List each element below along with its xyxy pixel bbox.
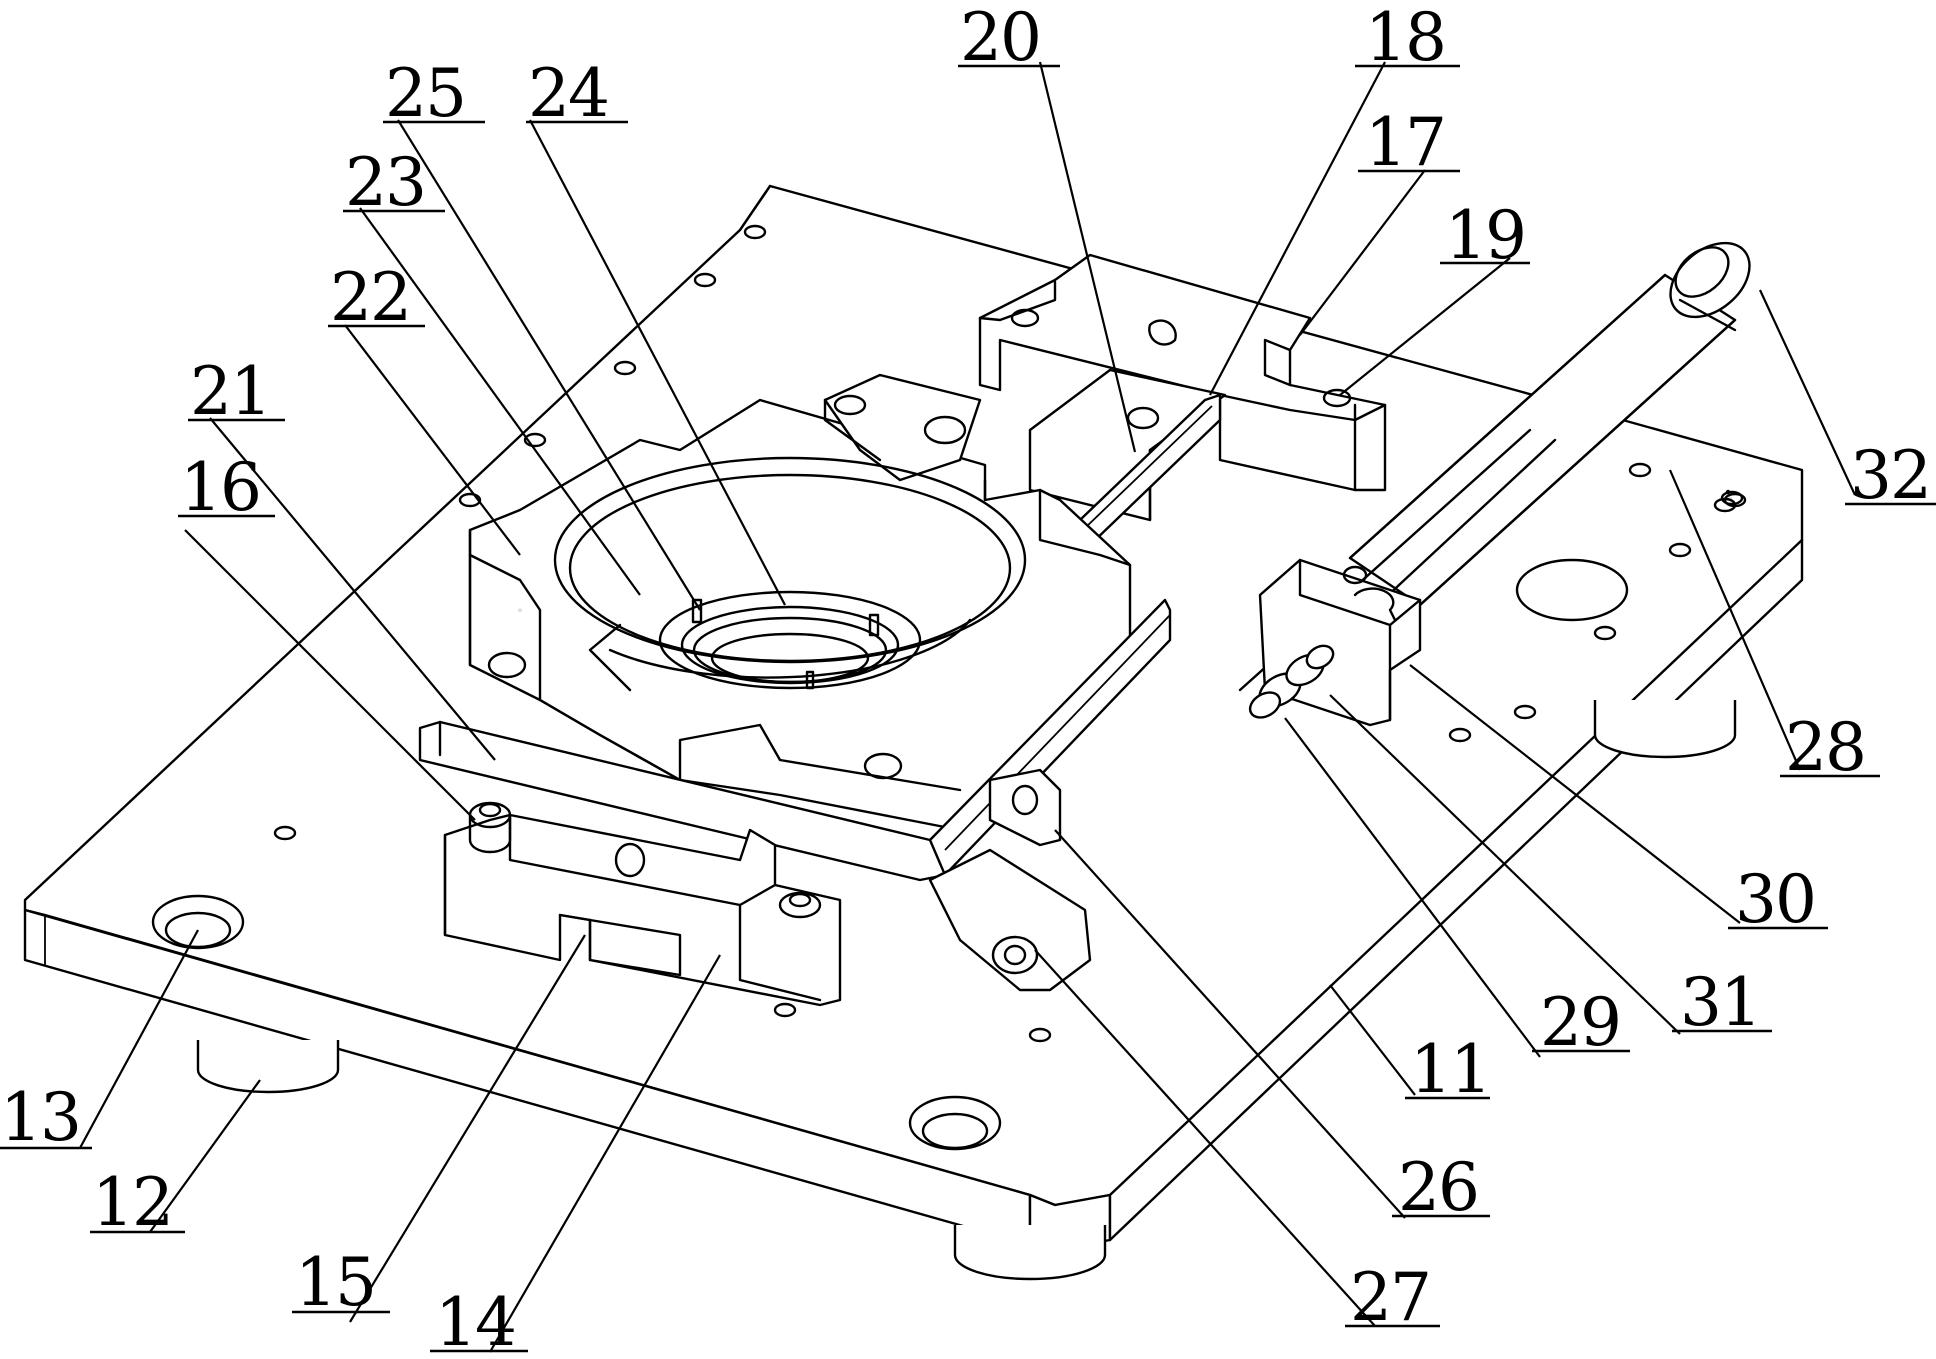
callout-14: 14 [435, 1284, 515, 1359]
side-clamp [928, 768, 1092, 992]
callout-31: 31 [1680, 964, 1760, 1041]
front-support [443, 801, 842, 1007]
callout-27: 27 [1350, 1259, 1430, 1336]
callout-21: 21 [190, 353, 270, 430]
fixture-block [468, 373, 1132, 832]
callout-12: 12 [92, 1164, 172, 1241]
callout-23: 23 [345, 144, 425, 221]
callout-24: 24 [528, 55, 608, 132]
support-feet [196, 700, 1737, 1281]
rear-bracket [978, 253, 1387, 547]
callout-15: 15 [295, 1244, 375, 1321]
callout-29: 29 [1540, 984, 1620, 1061]
callout-18: 18 [1365, 0, 1445, 76]
callout-30: 30 [1735, 861, 1815, 938]
leader-lines [79, 61, 1856, 1353]
callout-28: 28 [1785, 709, 1865, 786]
plate-holes [151, 224, 1747, 1151]
callout-26: 26 [1398, 1149, 1478, 1226]
callout-20: 20 [960, 0, 1040, 76]
cylinder-assembly [1238, 241, 1751, 727]
callout-13: 13 [0, 1079, 80, 1156]
callout-11: 11 [1410, 1031, 1490, 1108]
callout-17: 17 [1365, 104, 1445, 181]
callout-22: 22 [330, 259, 410, 336]
callout-19: 19 [1445, 197, 1525, 274]
callout-16: 16 [180, 449, 260, 526]
callout-25: 25 [385, 55, 465, 132]
callout-32: 32 [1850, 437, 1930, 514]
